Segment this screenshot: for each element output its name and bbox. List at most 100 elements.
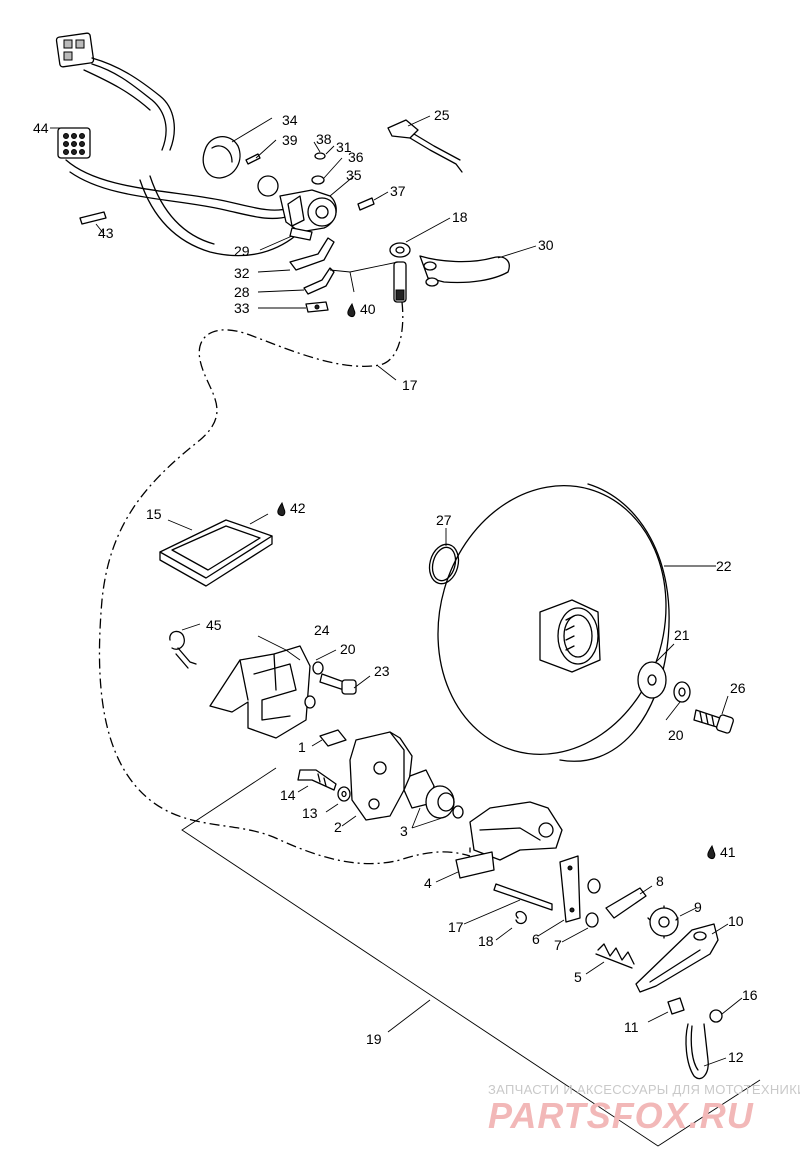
part-39-screw [245,153,261,165]
part-17-cable [98,301,471,865]
part-3-piston [403,769,464,819]
part-22-brake-disc [437,483,670,762]
cable-boot [393,261,407,303]
part-35-switch-housing [257,175,337,233]
callout-43: 43 [98,225,114,241]
callout-41: 41 [707,844,736,860]
part-20-washer-caliper [304,661,324,709]
part-33-plate [305,301,329,313]
callout-34: 34 [282,112,298,128]
callout-18-lower: 18 [478,933,494,949]
oil-drop-icon [707,844,716,859]
callout-11: 11 [624,1019,639,1035]
part-38-washer [314,152,326,160]
part-14-bolt [297,769,337,791]
callout-44: 44 [33,120,49,136]
watermark-brand: PARTSFOX.RU [488,1095,754,1136]
leader-lines [50,115,743,1067]
callout-18-upper: 18 [452,209,468,225]
callout-labels: 44 43 34 39 38 31 36 35 37 25 18 30 29 3… [33,107,758,1065]
callout-5: 5 [574,969,582,985]
part-18-upper-ring [389,242,411,258]
part-37-screw [357,197,375,211]
callout-10: 10 [728,913,744,929]
callout-36: 36 [348,149,364,165]
part-30-cable [419,255,510,287]
callout-22: 22 [716,558,732,574]
callout-37: 37 [390,183,406,199]
callout-32: 32 [234,265,250,281]
part-2-caliper-body [349,731,413,821]
assembly-19-outline [181,767,761,1147]
part-23-bolt [319,673,357,695]
callout-4: 4 [424,875,432,891]
part-24-bracket [209,635,311,739]
callout-9: 9 [694,899,702,915]
callout-30: 30 [538,237,554,253]
part-15-brake-pad [159,519,273,587]
callout-17-lower: 17 [448,919,464,935]
part-43-clip [79,211,107,225]
callout-19: 19 [366,1031,382,1047]
callout-39: 39 [282,132,298,148]
part-1-bolt [319,729,347,747]
callout-27: 27 [436,512,452,528]
callout-7: 7 [554,937,562,953]
callout-31: 31 [336,139,352,155]
callout-41-label: 41 [720,844,736,860]
part-11-clip [667,997,685,1015]
part-44-connector [57,127,91,159]
callout-21: 21 [674,627,690,643]
part-4-bracket [455,847,495,879]
callout-16: 16 [742,987,758,1003]
callout-35: 35 [346,167,362,183]
callout-13: 13 [302,805,318,821]
part-20-washer-disc [673,681,691,703]
callout-25: 25 [434,107,450,123]
callout-40: 40 [347,301,376,317]
callout-17-upper: 17 [402,377,418,393]
part-32-lever [289,237,335,271]
caliper-housing [469,801,563,861]
part-6-link [559,855,581,923]
part-21-washer [637,661,667,699]
part-34-cap [202,136,241,179]
part-7-washer [585,878,601,928]
watermark: ЗАПЧАСТИ И АКСЕССУАРЫ ДЛЯ МОТОТЕХНИКИ PA… [488,1082,800,1136]
callout-3: 3 [400,823,408,839]
callout-12: 12 [728,1049,744,1065]
callout-15: 15 [146,506,162,522]
callout-24: 24 [314,622,330,638]
part-28-lever [303,267,335,295]
oil-drop-icon [347,302,356,317]
part-17-pin [493,883,553,911]
callout-42: 42 [277,500,306,516]
callout-45: 45 [206,617,222,633]
callout-14: 14 [280,787,296,803]
callout-23: 23 [374,663,390,679]
part-25-throttle-lever [387,119,463,173]
callout-38: 38 [316,131,332,147]
callout-42-label: 42 [290,500,306,516]
callout-6: 6 [532,931,540,947]
callout-8: 8 [656,873,664,889]
part-45-clip [169,630,197,669]
part-13-washer [337,786,351,802]
part-9-sprocket [647,905,679,939]
part-12-belt [685,1023,709,1080]
part-29-bracket [289,227,313,241]
part-26-bolt [693,709,734,734]
callout-20-upper: 20 [340,641,356,657]
callout-1: 1 [298,739,306,755]
callout-26: 26 [730,680,746,696]
part-5-spring [595,943,635,969]
callout-40-label: 40 [360,301,376,317]
callout-33: 33 [234,300,250,316]
callout-20-lower: 20 [668,727,684,743]
oil-drop-icon [277,501,286,516]
part-27-o-ring [428,543,460,585]
part-18-clip [515,910,527,925]
watermark-tagline: ЗАПЧАСТИ И АКСЕССУАРЫ ДЛЯ МОТОТЕХНИКИ [488,1082,800,1097]
part-16-nut [709,1009,723,1023]
